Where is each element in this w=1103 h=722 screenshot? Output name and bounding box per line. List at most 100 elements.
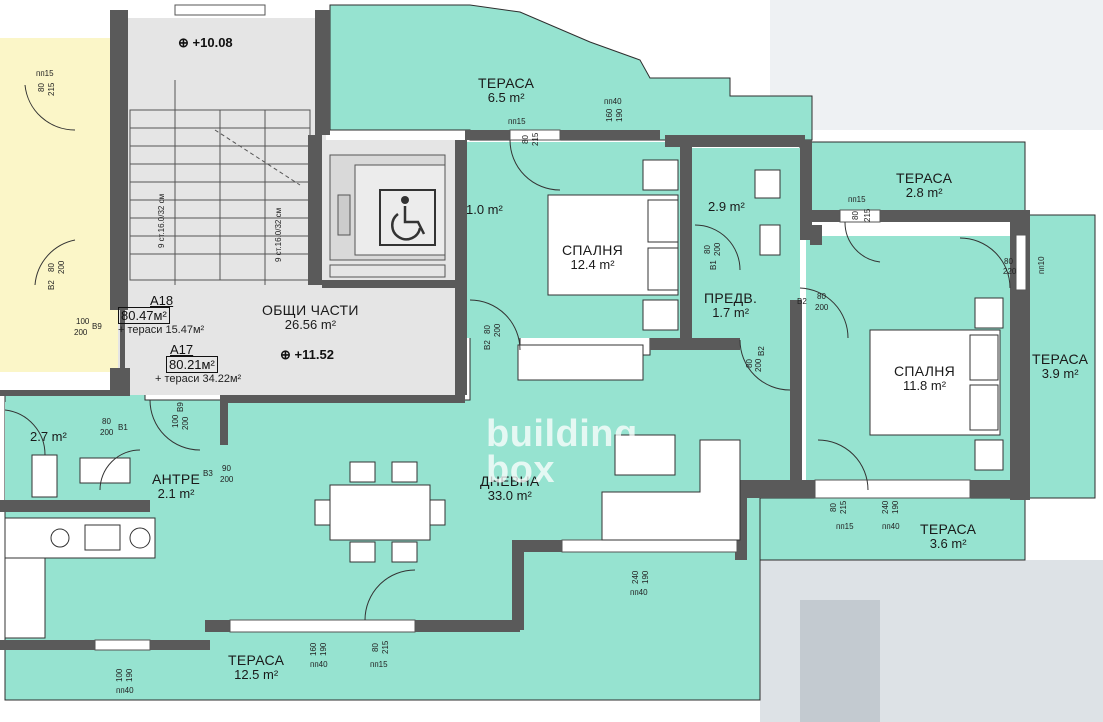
dim-mark: пп40: [310, 660, 328, 669]
room-area: 2.1 m²: [157, 486, 195, 502]
dim-mark: 200: [220, 475, 234, 484]
dim-mark: 190: [615, 108, 624, 122]
room-name: ТЕРАСА: [228, 652, 285, 668]
room-area: 12.5 m²: [234, 667, 279, 683]
room-area: 26.56 m²: [284, 317, 337, 333]
bathroom-top-label: 2.9 m²: [708, 199, 745, 215]
dim-mark: B2: [483, 340, 492, 350]
hall-label: ПРЕДВ. 1.7 m²: [704, 290, 757, 321]
apartment-a18-total: 80.47м²: [118, 307, 170, 324]
dim-mark: 190: [641, 570, 650, 584]
dim-mark: 240: [881, 500, 890, 514]
dim-mark: 190: [125, 668, 134, 682]
room-area: 3.6 m²: [929, 536, 967, 552]
room-name: ПРЕДВ.: [704, 290, 758, 306]
watermark-logo: building box: [486, 413, 638, 492]
living-label: ДНЕВНА 33.0 m²: [480, 473, 540, 504]
watermark-line-2: box: [486, 449, 556, 492]
terrace-right-top-label: ТЕРАСА 2.8 m²: [896, 170, 952, 201]
dim-mark: 80: [37, 83, 46, 92]
room-area: 33.0 m²: [487, 488, 532, 504]
apartment-a18-total-value: 80.47м²: [118, 307, 170, 324]
dim-mark: 80: [1004, 257, 1013, 266]
bedroom-2-label: СПАЛНЯ 11.8 m²: [894, 363, 955, 394]
level-value: +11.52: [294, 347, 334, 362]
dim-mark: 80: [745, 359, 754, 368]
dim-mark: B3: [203, 469, 213, 478]
dim-mark: 80: [102, 417, 111, 426]
apartment-a18-code: A18: [150, 293, 174, 308]
dim-mark: 200: [713, 242, 722, 256]
room-name: ТЕРАСА: [1032, 351, 1089, 367]
dim-mark: пп15: [848, 195, 866, 204]
dim-mark: 100: [115, 668, 124, 682]
dim-mark: 200: [181, 416, 190, 430]
dim-mark: B9: [92, 322, 102, 331]
dim-mark: 215: [863, 208, 872, 222]
room-area: 2.8 m²: [905, 185, 943, 201]
level-value: +10.08: [192, 35, 233, 50]
terrace-right-bottom-label: ТЕРАСА 3.6 m²: [920, 521, 976, 552]
room-name: ТЕРАСА: [478, 75, 535, 91]
dim-mark: B1: [709, 260, 718, 270]
dim-mark: пп15: [508, 117, 526, 126]
room-name: ОБЩИ ЧАСТИ: [262, 302, 359, 318]
dim-mark: 100: [171, 414, 180, 428]
stair-flight-1-note: 9 ст.16.0/32 см: [157, 193, 166, 248]
dim-mark: 100: [76, 317, 90, 326]
dim-mark: 90: [222, 464, 231, 473]
dim-mark: 190: [891, 500, 900, 514]
dim-mark: 160: [605, 108, 614, 122]
closet-label: 1.0 m²: [466, 202, 503, 218]
apartment-a17-total-value: 80.21м²: [166, 356, 218, 373]
dim-mark: пп15: [370, 660, 388, 669]
terrace-top-label: ТЕРАСА 6.5 m²: [478, 75, 534, 106]
dim-mark: пп40: [604, 97, 622, 106]
dim-mark: 80: [829, 503, 838, 512]
dim-mark: 200: [815, 303, 829, 312]
level-target-icon: ⊕: [178, 35, 189, 50]
dim-mark: 200: [57, 260, 66, 274]
room-area: 11.8 m²: [902, 378, 947, 394]
dim-mark: 200: [100, 428, 114, 437]
room-name: ДНЕВНА: [480, 473, 540, 489]
room-area: 3.9 m²: [1041, 366, 1079, 382]
level-target-icon: ⊕: [280, 347, 291, 362]
dim-mark: 160: [309, 642, 318, 656]
dim-mark: пп40: [630, 588, 648, 597]
watermark-line-1: building: [486, 413, 638, 455]
dim-mark: 200: [74, 328, 88, 337]
dim-mark: B1: [118, 423, 128, 432]
dim-mark: 215: [839, 500, 848, 514]
room-name: ТЕРАСА: [920, 521, 977, 537]
dim-mark: 215: [381, 640, 390, 654]
dim-mark: 215: [531, 132, 540, 146]
dim-mark: пп15: [836, 522, 854, 531]
dim-mark: B2: [47, 280, 56, 290]
dim-mark: 80: [47, 263, 56, 272]
bedroom-1-label: СПАЛНЯ 12.4 m²: [562, 242, 623, 273]
room-name: СПАЛНЯ: [894, 363, 956, 379]
dim-mark: пп10: [1037, 256, 1046, 274]
dim-mark: B2: [757, 346, 766, 356]
dim-mark: 190: [319, 642, 328, 656]
room-name: АНТРЕ: [152, 471, 201, 487]
dim-mark: 80: [851, 211, 860, 220]
dim-mark: 200: [493, 323, 502, 337]
apartment-a18-terraces: + тераси 15.47м²: [118, 324, 205, 336]
entry-label: АНТРЕ 2.1 m²: [152, 471, 200, 502]
room-area: 12.4 m²: [570, 257, 615, 273]
room-area: 6.5 m²: [487, 90, 525, 106]
dim-mark: 220: [1003, 267, 1017, 276]
common-label: ОБЩИ ЧАСТИ 26.56 m²: [262, 302, 359, 333]
room-name: ТЕРАСА: [896, 170, 953, 186]
dim-mark: 80: [371, 643, 380, 652]
dim-mark: 80: [521, 135, 530, 144]
dim-mark: 240: [631, 570, 640, 584]
apartment-a17-total: 80.21м²: [166, 356, 218, 373]
bathroom-left-label: 2.7 m²: [30, 429, 67, 445]
level-mark-mid: ⊕ +11.52: [280, 347, 334, 363]
dim-mark: 80: [817, 292, 826, 301]
dim-mark: пп40: [116, 686, 134, 695]
dim-mark: пп40: [882, 522, 900, 531]
